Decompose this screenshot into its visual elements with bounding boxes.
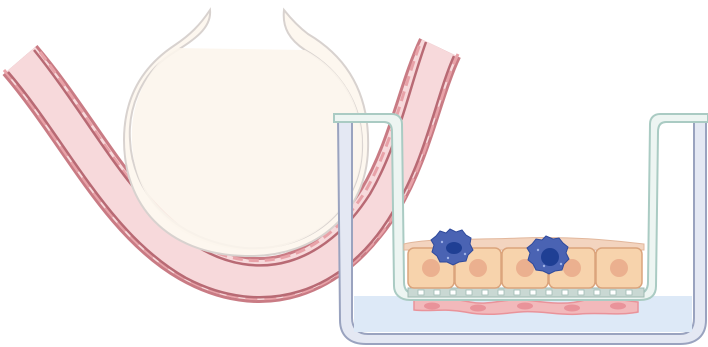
bottom-cell-nucleus bbox=[610, 303, 626, 310]
epithelial-cell bbox=[596, 248, 642, 288]
lumen-circle bbox=[124, 10, 368, 256]
membrane-pore bbox=[562, 290, 568, 295]
membrane-pore bbox=[482, 290, 488, 295]
bottom-cell-nucleus bbox=[470, 305, 486, 312]
membrane-pore bbox=[530, 290, 536, 295]
bottom-cell-nucleus bbox=[424, 303, 440, 310]
membrane-pore bbox=[594, 290, 600, 295]
membrane-pore bbox=[514, 290, 520, 295]
bottom-cell-nucleus bbox=[564, 305, 580, 312]
insert-membrane bbox=[408, 288, 644, 297]
membrane-pore bbox=[546, 290, 552, 295]
membrane-pore bbox=[498, 290, 504, 295]
membrane-pore bbox=[610, 290, 616, 295]
membrane-pore bbox=[450, 290, 456, 295]
membrane-strip bbox=[408, 288, 644, 297]
membrane-pore bbox=[626, 290, 632, 295]
membrane-pore bbox=[418, 290, 424, 295]
membrane-pore bbox=[578, 290, 584, 295]
membrane-pore bbox=[434, 290, 440, 295]
membrane-pore bbox=[466, 290, 472, 295]
bottom-cell-nucleus bbox=[517, 303, 533, 310]
